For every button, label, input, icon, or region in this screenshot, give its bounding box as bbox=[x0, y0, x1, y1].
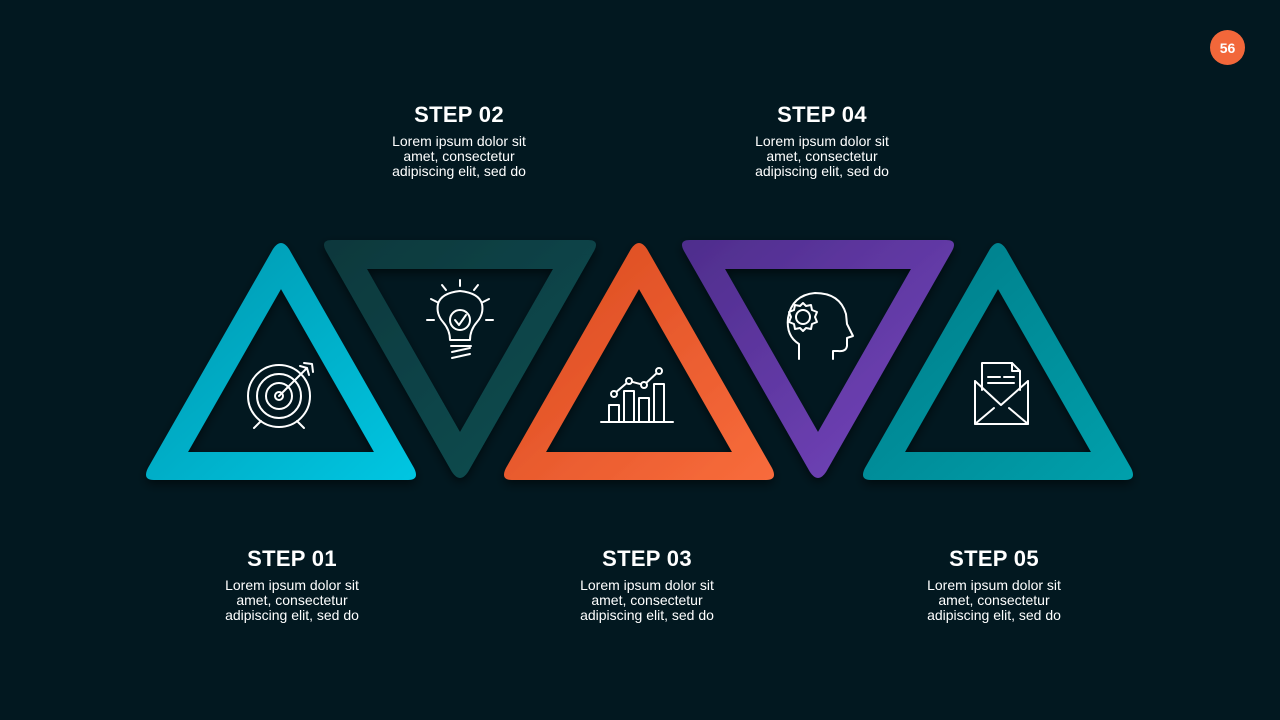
step-1-text: STEP 01 Lorem ipsum dolor sit amet, cons… bbox=[182, 546, 402, 623]
triangle-step-2 bbox=[324, 240, 596, 478]
triangle-step-3 bbox=[504, 243, 774, 480]
bar-chart-icon bbox=[600, 367, 674, 423]
step-4-description: Lorem ipsum dolor sit amet, consectetur … bbox=[755, 133, 889, 179]
step-5-title: STEP 05 bbox=[949, 546, 1039, 571]
target-icon bbox=[247, 362, 314, 429]
step-3-text: STEP 03 Lorem ipsum dolor sit amet, cons… bbox=[537, 546, 757, 623]
step-3-description: Lorem ipsum dolor sit amet, consectetur … bbox=[580, 577, 714, 623]
lightbulb-icon bbox=[426, 279, 494, 359]
head-gear-icon bbox=[786, 292, 854, 360]
step-5-description: Lorem ipsum dolor sit amet, consectetur … bbox=[927, 577, 1061, 623]
step-2-title: STEP 02 bbox=[414, 102, 504, 127]
step-1-description: Lorem ipsum dolor sit amet, consectetur … bbox=[225, 577, 359, 623]
step-2-description: Lorem ipsum dolor sit amet, consectetur … bbox=[392, 133, 526, 179]
envelope-document-icon bbox=[974, 362, 1029, 425]
step-3-title: STEP 03 bbox=[602, 546, 692, 571]
page-number-badge: 56 bbox=[1210, 30, 1245, 65]
step-4-text: STEP 04 Lorem ipsum dolor sit amet, cons… bbox=[712, 102, 932, 179]
triangle-step-4 bbox=[682, 240, 954, 478]
step-4-title: STEP 04 bbox=[777, 102, 867, 127]
step-1-title: STEP 01 bbox=[247, 546, 337, 571]
triangle-step-5 bbox=[863, 243, 1133, 480]
step-5-text: STEP 05 Lorem ipsum dolor sit amet, cons… bbox=[884, 546, 1104, 623]
triangle-step-1 bbox=[146, 243, 416, 480]
step-2-text: STEP 02 Lorem ipsum dolor sit amet, cons… bbox=[349, 102, 569, 179]
